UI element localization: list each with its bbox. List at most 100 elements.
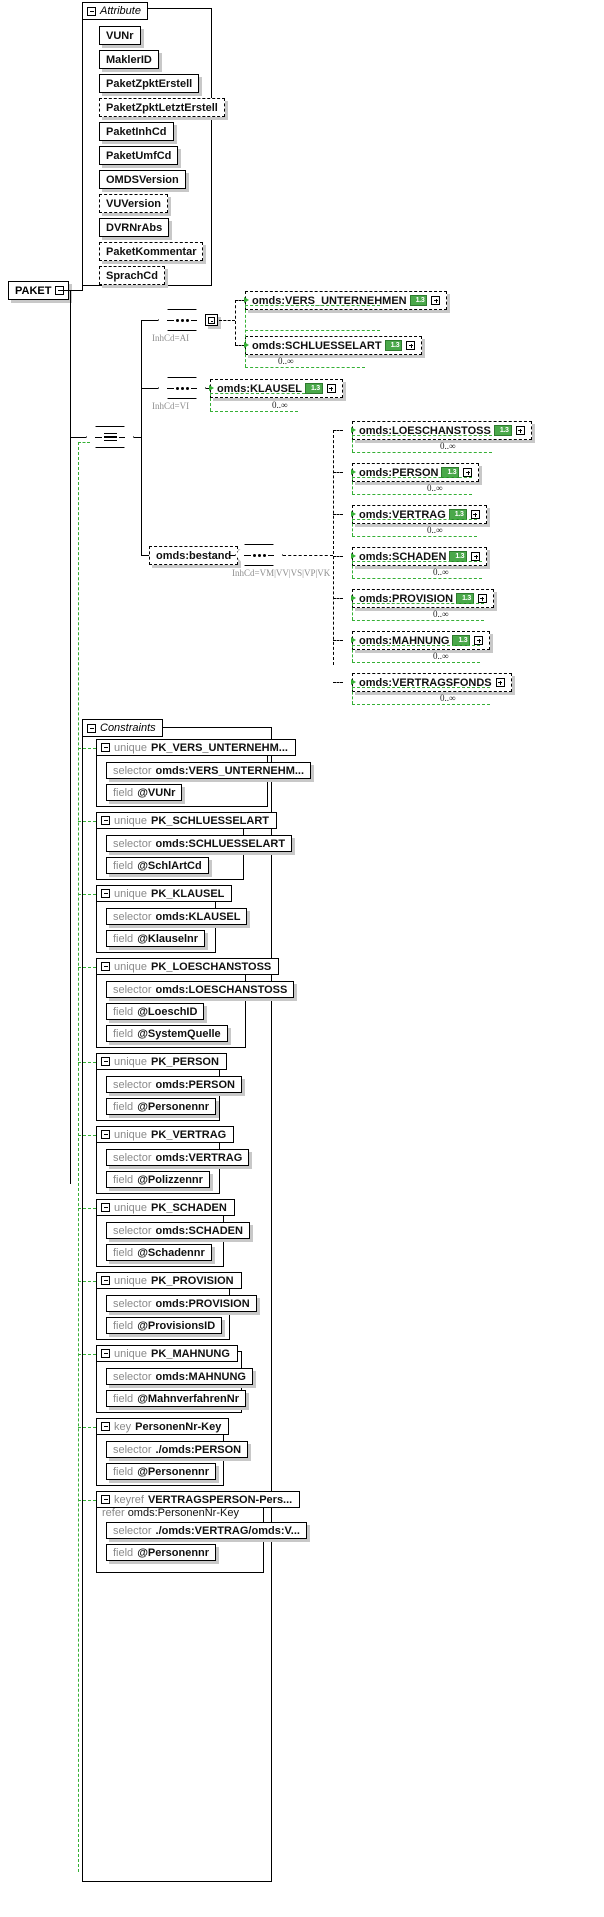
constraint-header-pk-person[interactable]: unique PK_PERSON bbox=[96, 1053, 227, 1070]
ref-line bbox=[210, 393, 305, 394]
element-provision[interactable]: omds:PROVISION 1.3 bbox=[352, 589, 494, 608]
attribute-node-paketkommentar[interactable]: PaketKommentar bbox=[99, 242, 204, 261]
attribute-node-sprachcd[interactable]: SprachCd bbox=[99, 266, 165, 285]
row-kind: field bbox=[113, 1465, 134, 1478]
attribute-group-collapse-icon[interactable] bbox=[87, 6, 96, 16]
element-schaden[interactable]: omds:SCHADEN 1.3 bbox=[352, 547, 488, 566]
choice-compositor[interactable] bbox=[86, 426, 134, 448]
constraint-header-pk-schaden[interactable]: unique PK_SCHADEN bbox=[96, 1199, 235, 1216]
attribute-node-maklerid[interactable]: MaklerID bbox=[99, 50, 159, 69]
collapse-icon[interactable] bbox=[101, 1495, 110, 1504]
element-bestand[interactable]: omds:bestand bbox=[149, 546, 239, 565]
constraint-header-pk-provision[interactable]: unique PK_PROVISION bbox=[96, 1272, 242, 1289]
occurrence-provision: 0..∞ bbox=[433, 609, 449, 619]
constraint-field-row[interactable]: field @SystemQuelle bbox=[106, 1025, 228, 1042]
constraint-selector-row[interactable]: selector omds:LOESCHANSTOSS bbox=[106, 981, 295, 998]
sequence-compositor-vi[interactable] bbox=[158, 377, 206, 399]
element-expand-icon[interactable] bbox=[474, 636, 484, 645]
element-loeschanstoss[interactable]: omds:LOESCHANSTOSS 1.3 bbox=[352, 421, 532, 440]
element-expand-icon[interactable] bbox=[431, 296, 441, 305]
constraints-group-tab[interactable]: Constraints bbox=[82, 719, 163, 737]
element-expand-icon[interactable] bbox=[471, 552, 481, 561]
constraint-selector-row[interactable]: selector omds:VERS_UNTERNEHM... bbox=[106, 762, 312, 779]
ref-line bbox=[245, 305, 380, 306]
element-klausel[interactable]: omds:KLAUSEL 1.3 bbox=[210, 379, 343, 398]
element-vertragsfonds[interactable]: omds:VERTRAGSFONDS bbox=[352, 673, 512, 692]
constraint-selector-row[interactable]: selector omds:KLAUSEL bbox=[106, 908, 248, 925]
attribute-node-paketumfcd[interactable]: PaketUmfCd bbox=[99, 146, 179, 165]
element-expand-icon[interactable] bbox=[326, 384, 336, 393]
connector bbox=[141, 320, 158, 322]
collapse-icon[interactable] bbox=[101, 889, 110, 898]
collapse-icon[interactable] bbox=[208, 316, 215, 324]
ref-arrow bbox=[351, 595, 356, 601]
row-value: omds:SCHLUESSELART bbox=[155, 837, 286, 850]
constraint-header-pk-mahnung[interactable]: unique PK_MAHNUNG bbox=[96, 1345, 238, 1362]
collapse-icon[interactable] bbox=[101, 743, 110, 752]
element-vertrag[interactable]: omds:VERTRAG 1.3 bbox=[352, 505, 487, 524]
collapse-icon[interactable] bbox=[101, 816, 110, 825]
element-person[interactable]: omds:PERSON 1.3 bbox=[352, 463, 480, 482]
element-schluesselart[interactable]: omds:SCHLUESSELART 1.3 bbox=[245, 336, 423, 355]
element-vers-unternehmen[interactable]: omds:VERS_UNTERNEHMEN 1.3 bbox=[245, 291, 448, 310]
collapse-icon[interactable] bbox=[101, 1276, 110, 1285]
constraint-selector-row[interactable]: selector ./omds:PERSON bbox=[106, 1441, 249, 1458]
attribute-node-paketzpkterstell[interactable]: PaketZpktErstell bbox=[99, 74, 200, 93]
constraint-field-row[interactable]: field @VUNr bbox=[106, 784, 183, 801]
attribute-node-dvrnrabs[interactable]: DVRNrAbs bbox=[99, 218, 170, 237]
constraint-selector-row[interactable]: selector ./omds:VERTRAG/omds:V... bbox=[106, 1522, 307, 1539]
constraint-header-pk-klausel[interactable]: unique PK_KLAUSEL bbox=[96, 885, 233, 902]
element-mahnung[interactable]: omds:MAHNUNG 1.3 bbox=[352, 631, 491, 650]
sequence-compositor-ai[interactable] bbox=[158, 309, 206, 331]
constraint-kind: unique bbox=[114, 1128, 148, 1141]
constraint-field-row[interactable]: field @LoeschID bbox=[106, 1003, 205, 1020]
constraint-field-row[interactable]: field @Schadennr bbox=[106, 1244, 212, 1261]
attribute-group-title: Attribute bbox=[100, 5, 141, 17]
constraint-header-personennr-key[interactable]: key PersonenNr-Key bbox=[96, 1418, 230, 1435]
constraint-header-vertragsperson-keyref[interactable]: keyref VERTRAGSPERSON-Pers... bbox=[96, 1491, 301, 1508]
collapse-icon[interactable] bbox=[101, 1349, 110, 1358]
constraint-selector-row[interactable]: selector omds:SCHLUESSELART bbox=[106, 835, 293, 852]
constraint-selector-row[interactable]: selector omds:PROVISION bbox=[106, 1295, 257, 1312]
constraint-header-pk-schluesselart[interactable]: unique PK_SCHLUESSELART bbox=[96, 812, 278, 829]
attribute-node-paketzpktletzterstell[interactable]: PaketZpktLetztErstell bbox=[99, 98, 225, 117]
constraint-selector-row[interactable]: selector omds:VERTRAG bbox=[106, 1149, 250, 1166]
element-expand-icon[interactable] bbox=[470, 510, 480, 519]
constraint-header-pk-vers-unternehm[interactable]: unique PK_VERS_UNTERNEHM... bbox=[96, 739, 296, 756]
sequence-icon bbox=[173, 386, 191, 390]
constraint-field-row[interactable]: field @Polizzennr bbox=[106, 1171, 210, 1188]
constraints-group-collapse-icon[interactable] bbox=[87, 723, 96, 733]
attribute-node-omdsversion[interactable]: OMDSVersion bbox=[99, 170, 186, 189]
element-expand-icon[interactable] bbox=[477, 594, 487, 603]
collapse-icon[interactable] bbox=[101, 1130, 110, 1139]
constraint-link bbox=[78, 1135, 96, 1136]
attribute-node-vunr[interactable]: VUNr bbox=[99, 26, 141, 45]
attribute-group-tab[interactable]: Attribute bbox=[82, 2, 148, 20]
constraint-field-row[interactable]: field @Klauselnr bbox=[106, 930, 206, 947]
attribute-node-vuversion[interactable]: VUVersion bbox=[99, 194, 169, 213]
constraint-header-pk-vertrag[interactable]: unique PK_VERTRAG bbox=[96, 1126, 235, 1143]
constraint-field-row[interactable]: field @Personennr bbox=[106, 1544, 217, 1561]
constraint-field-row[interactable]: field @MahnverfahrenNr bbox=[106, 1390, 246, 1407]
constraint-selector-row[interactable]: selector omds:SCHADEN bbox=[106, 1222, 250, 1239]
constraint-header-pk-loeschanstoss[interactable]: unique PK_LOESCHANSTOSS bbox=[96, 958, 280, 975]
element-expand-icon[interactable] bbox=[515, 426, 525, 435]
collapse-icon[interactable] bbox=[101, 962, 110, 971]
element-expand-icon[interactable] bbox=[463, 468, 473, 477]
constraint-field-row[interactable]: field @Personennr bbox=[106, 1463, 217, 1480]
element-expand-icon[interactable] bbox=[495, 678, 505, 687]
occurrence-person: 0..∞ bbox=[427, 483, 443, 493]
sequence-compositor-bestand[interactable] bbox=[235, 544, 283, 566]
collapse-icon[interactable] bbox=[101, 1422, 110, 1431]
constraint-field-row[interactable]: field @Personennr bbox=[106, 1098, 217, 1115]
constraint-field-row[interactable]: field @ProvisionsID bbox=[106, 1317, 223, 1334]
constraint-selector-row[interactable]: selector omds:MAHNUNG bbox=[106, 1368, 253, 1385]
constraint-field-row[interactable]: field @SchlArtCd bbox=[106, 857, 209, 874]
constraint-selector-row[interactable]: selector omds:PERSON bbox=[106, 1076, 242, 1093]
collapse-icon[interactable] bbox=[101, 1057, 110, 1066]
element-expand-icon[interactable] bbox=[406, 341, 416, 350]
collapse-icon[interactable] bbox=[101, 1203, 110, 1212]
sequence-ai-collapse[interactable] bbox=[205, 314, 218, 326]
attribute-node-paketinhcd[interactable]: PaketInhCd bbox=[99, 122, 174, 141]
connector-dashed bbox=[333, 598, 343, 599]
